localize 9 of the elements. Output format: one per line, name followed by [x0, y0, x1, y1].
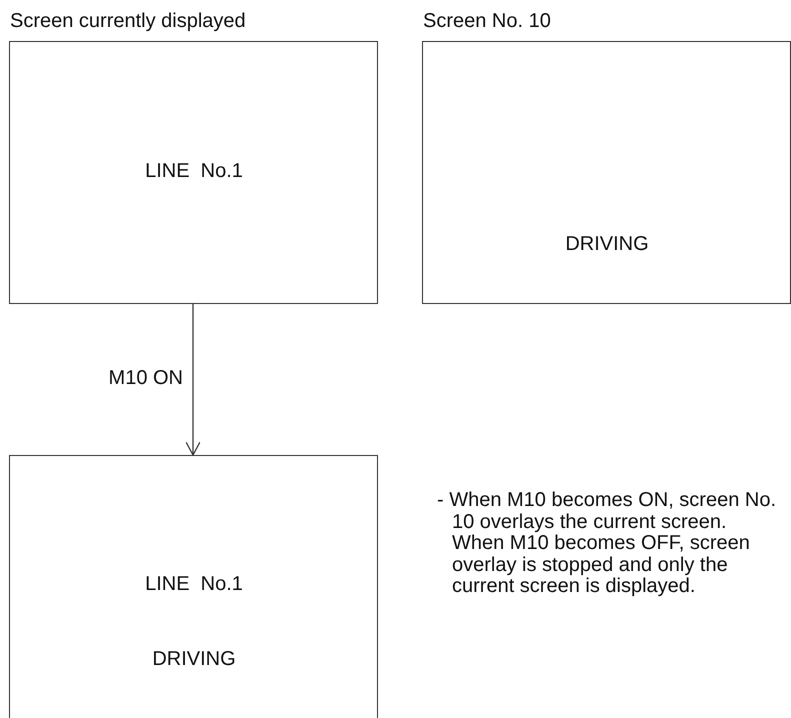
arrow — [185, 304, 201, 456]
screen-text: LINE No.1 — [145, 159, 243, 183]
screen-title: Screen No. 10 — [423, 9, 551, 33]
screen-text: LINE No.1 — [145, 572, 243, 596]
screen-title: Screen currently displayed — [10, 9, 246, 33]
note-text: - When M10 becomes ON, screen No. 10 overlays the current screen. When M10 becomes OFF, screen overlay is stopped and only the current screen is displayed. — [437, 490, 777, 598]
screen-text: DRIVING — [565, 232, 649, 256]
screen-text: DRIVING — [152, 647, 236, 671]
screen-box — [9, 455, 378, 718]
